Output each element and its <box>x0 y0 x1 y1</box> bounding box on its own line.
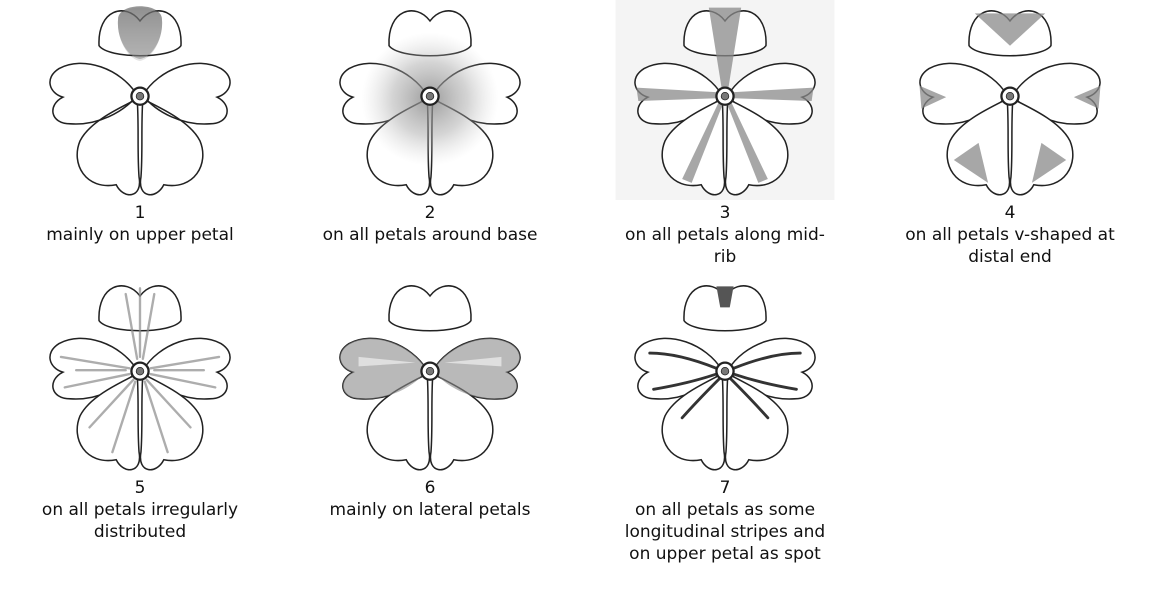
item-number: 3 <box>590 202 860 224</box>
flower-illustration-5 <box>25 275 255 475</box>
item-caption: on all petals v-shaped at distal end <box>900 224 1120 268</box>
item-number: 5 <box>5 477 275 499</box>
item-caption: on all petals as some longitudinal strip… <box>615 499 835 565</box>
flower-illustration-7 <box>610 275 840 475</box>
pattern-item-1: 1 mainly on upper petal <box>5 0 275 246</box>
flower-illustration-4 <box>895 0 1125 200</box>
item-caption: on all petals around base <box>320 224 540 246</box>
item-caption: on all petals irregularly distributed <box>30 499 250 543</box>
pattern-item-5: 5 on all petals irregularly distributed <box>5 275 275 543</box>
item-caption: mainly on lateral petals <box>320 499 540 521</box>
item-number: 2 <box>295 202 565 224</box>
pattern-item-2: 2 on all petals around base <box>295 0 565 246</box>
item-caption: on all petals along mid-rib <box>615 224 835 268</box>
item-caption: mainly on upper petal <box>30 224 250 246</box>
item-number: 4 <box>875 202 1145 224</box>
flower-illustration-1 <box>25 0 255 200</box>
item-number: 1 <box>5 202 275 224</box>
item-number: 7 <box>590 477 860 499</box>
flower-illustration-2 <box>315 0 545 200</box>
pattern-item-4: 4 on all petals v-shaped at distal end <box>875 0 1145 268</box>
flower-illustration-3 <box>610 0 840 200</box>
pattern-item-6: 6 mainly on lateral petals <box>295 275 565 521</box>
pattern-item-7: 7 on all petals as some longitudinal str… <box>590 275 860 565</box>
item-number: 6 <box>295 477 565 499</box>
pattern-item-3: 3 on all petals along mid-rib <box>590 0 860 268</box>
flower-illustration-6 <box>315 275 545 475</box>
